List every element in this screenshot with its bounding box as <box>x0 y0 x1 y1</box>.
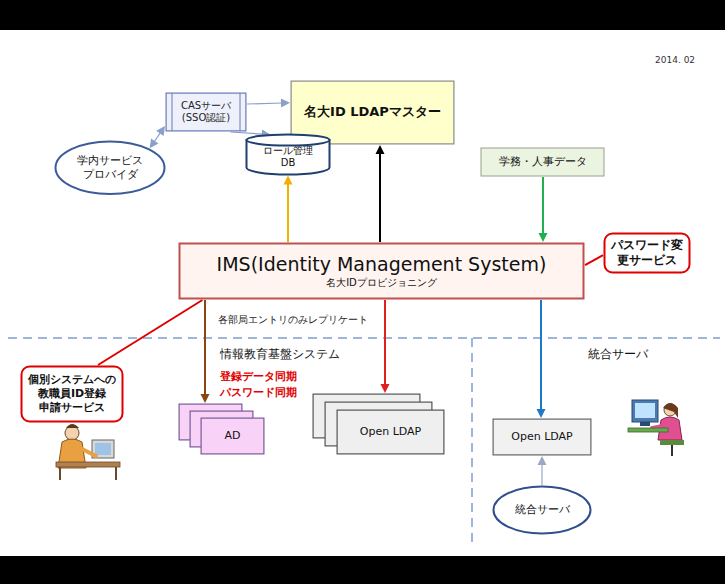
dashed-divider <box>8 337 720 339</box>
ims-box: IMS(Identity Management System)名大IDプロビジョ… <box>178 242 585 300</box>
stack-outline <box>178 403 265 455</box>
text-area: 個別システムへの 教職員ID登録 申請サービス <box>20 365 124 423</box>
server-box: Open LDAP <box>492 418 592 456</box>
sync-label: パスワード同期 <box>220 386 297 399</box>
text-area: 学内サービス プロバイダ <box>54 140 166 196</box>
node-subtext: 名大IDプロビジョニング <box>326 277 437 290</box>
text-area: ロール管理 DB <box>245 141 331 174</box>
node-text: Open LDAP <box>511 430 572 444</box>
text-area: パスワード変 更サービス <box>603 232 691 274</box>
bottom-bar <box>0 556 725 584</box>
region-label: 統合サーバ <box>588 347 648 361</box>
text-area: Open LDAP <box>336 409 445 455</box>
node-text: 統合サーバ <box>515 503 570 517</box>
node-text: AD <box>225 429 241 443</box>
node-text: IMS(Identity Management System) <box>217 253 547 277</box>
node-text: 名大ID LDAPマスター <box>304 104 441 120</box>
person-icon <box>628 400 684 456</box>
data-source-box: 学務・人事データ <box>480 147 605 177</box>
connector <box>98 300 202 365</box>
connector <box>201 300 210 403</box>
text-area: IMS(Identity Management System)名大IDプロビジョ… <box>178 242 585 300</box>
server-box: CASサーバ (SSO認証) <box>165 92 247 132</box>
stack-outline <box>312 393 445 455</box>
text-area: CASサーバ (SSO認証) <box>165 92 247 132</box>
top-bar <box>0 0 725 30</box>
node-text: 学務・人事データ <box>499 155 587 169</box>
connector <box>539 177 548 242</box>
service-ellipse: 学内サービス プロバイダ <box>54 140 166 196</box>
person-icon <box>56 424 120 480</box>
connector <box>537 300 546 418</box>
connector <box>376 145 385 242</box>
node-text: 学内サービス プロバイダ <box>73 154 147 182</box>
node-text: 個別システムへの 教職員ID登録 申請サービス <box>26 373 118 414</box>
sync-label: 登録データ同期 <box>220 370 297 383</box>
server-stack: AD <box>178 403 265 455</box>
node-text: CASサーバ (SSO認証) <box>176 100 236 125</box>
callout-box: パスワード変 更サービス <box>603 232 691 274</box>
text-area: 統合サーバ <box>492 485 592 535</box>
connector <box>150 126 165 148</box>
text-area: AD <box>200 417 265 455</box>
note-label: 各部局エントリのみレプリケート <box>218 314 368 326</box>
text-area: Open LDAP <box>492 418 592 456</box>
callout-box: 個別システムへの 教職員ID登録 申請サービス <box>20 365 124 423</box>
connector <box>284 176 293 243</box>
node-text: ロール管理 DB <box>257 145 319 170</box>
connector <box>381 300 390 393</box>
server-stack: Open LDAP <box>312 393 445 455</box>
connector <box>247 99 290 108</box>
database-cylinder: ロール管理 DB <box>245 133 331 176</box>
node-text: パスワード変 更サービス <box>609 238 685 268</box>
date-label: 2014. 02 <box>655 55 695 66</box>
text-area: 学務・人事データ <box>480 147 605 177</box>
dashed-divider <box>471 338 473 548</box>
node-text: Open LDAP <box>360 425 421 439</box>
server-ellipse: 統合サーバ <box>492 485 592 535</box>
connector <box>585 255 603 265</box>
connector <box>538 456 547 485</box>
region-label: 情報教育基盤システム <box>220 347 340 361</box>
